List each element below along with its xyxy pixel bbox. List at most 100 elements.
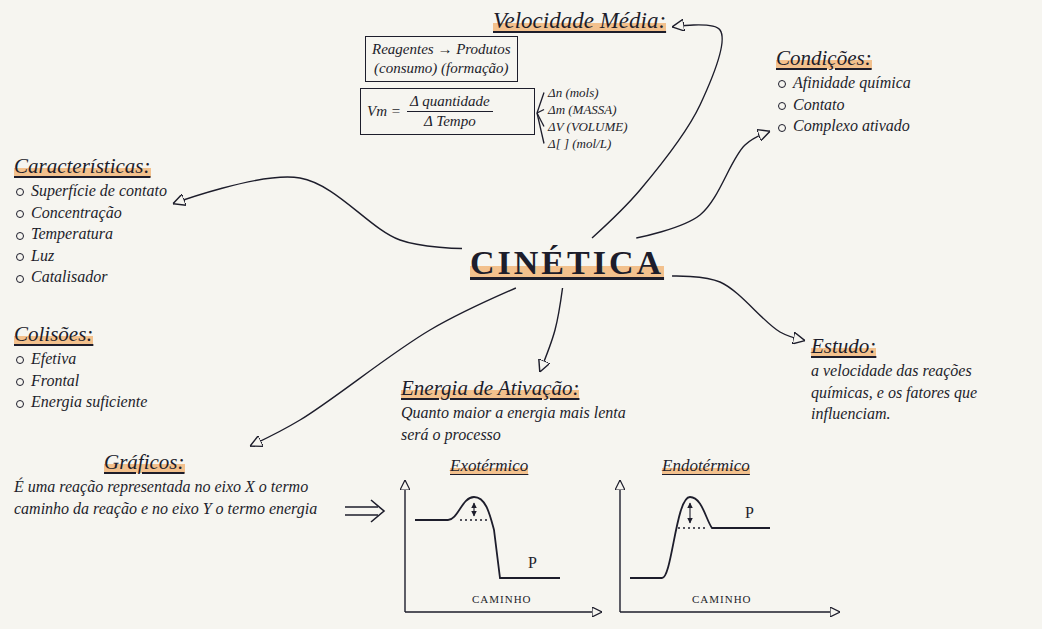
path-axis xyxy=(620,611,840,612)
quantity-label: Δn (mols) xyxy=(548,84,599,101)
energy-curve xyxy=(630,497,770,578)
text-row: Reagentes → Produtos xyxy=(372,40,511,59)
topic-note: Gráficos:É uma reação representada no ei… xyxy=(8,446,346,522)
exothermic-graph xyxy=(405,480,602,612)
heading-text: Condições: xyxy=(776,46,872,70)
bullet-mark xyxy=(778,80,786,88)
leader-line xyxy=(537,113,544,144)
bullet-text: Energia suficiente xyxy=(31,393,147,410)
text-row: a velocidade das reações químicas, e os … xyxy=(811,360,1021,425)
graph-title: Exotérmico xyxy=(450,455,528,476)
graph-title: Endotérmico xyxy=(662,455,750,476)
text-row: CINÉTICA xyxy=(470,242,664,284)
body-text: a velocidade das reações químicas, e os … xyxy=(811,362,977,422)
text-row: Superfície de contato xyxy=(14,180,167,202)
path-axis xyxy=(405,611,602,612)
bullet-mark xyxy=(778,124,786,132)
text-row: Catalisador xyxy=(14,266,167,288)
bullet-mark xyxy=(16,378,24,386)
text-row: Temperatura xyxy=(14,223,167,245)
text-row: Frontal xyxy=(14,370,147,392)
topic-heading: Velocidade Média: xyxy=(487,4,672,38)
branch-arrow xyxy=(250,288,516,446)
heading-text: Energia de Ativação: xyxy=(401,376,579,400)
branch-arrow xyxy=(173,177,462,248)
dotted-level xyxy=(460,519,490,520)
bullet-mark xyxy=(16,188,24,196)
body-text: É uma reação representada no eixo X o te… xyxy=(14,478,317,517)
text-row: Gráficos: xyxy=(14,449,340,476)
bullet-text: Efetiva xyxy=(31,350,76,367)
bullet-mark xyxy=(16,400,24,408)
text-row: Condições: xyxy=(776,45,911,72)
dotted-level xyxy=(678,527,706,528)
box-text: (consumo) (formação) xyxy=(374,60,509,76)
bullet-mark xyxy=(16,356,24,364)
bullet-mark xyxy=(778,102,786,110)
formula-box: Vm =Δ quantidadeΔ Tempo xyxy=(360,88,535,135)
bullet-mark xyxy=(16,210,24,218)
text-row: Energia de Ativação: xyxy=(401,375,651,402)
product-mark: P xyxy=(745,503,754,522)
text-row: Colisões: xyxy=(14,321,147,348)
product-mark: P xyxy=(528,553,537,572)
bullet-mark xyxy=(16,275,24,283)
implies-arrow xyxy=(345,500,384,522)
denominator-text: Δ Tempo xyxy=(421,112,479,131)
topic-list: Condições: Afinidade químicaContatoComple… xyxy=(770,42,917,140)
heading-text: Velocidade Média: xyxy=(493,8,666,33)
bullet-text: Afinidade química xyxy=(793,74,911,91)
text-row: Estudo: xyxy=(811,333,1021,360)
bullet-text: Complexo ativado xyxy=(793,117,910,134)
text-row: Características: xyxy=(14,153,167,180)
axis-label: CAMINHO xyxy=(692,593,752,606)
arrow-stroke xyxy=(345,514,378,516)
energy-curve xyxy=(415,497,560,578)
energy-axis xyxy=(404,480,405,612)
leader-line xyxy=(537,110,544,114)
body-text: Quanto maior a energia mais lenta será o… xyxy=(401,404,626,443)
bullet-text: Catalisador xyxy=(31,268,107,285)
activation-marker xyxy=(689,503,690,523)
branch-arrow xyxy=(672,276,805,341)
numerator-text: Δ quantidade xyxy=(407,92,493,112)
topic-list: Características:Superfície de contatoCon… xyxy=(8,150,173,291)
reaction-box: Reagentes → Produtos (consumo) (formação) xyxy=(365,36,518,82)
topic-note: Estudo: a velocidade das reações químicas… xyxy=(805,330,1027,428)
energy-axis xyxy=(619,480,620,612)
text-row: Concentração xyxy=(14,202,167,224)
text-row: Energia suficiente xyxy=(14,391,147,413)
text-row: É uma reação representada no eixo X o te… xyxy=(14,476,340,519)
leader-lines xyxy=(537,93,544,144)
heading-text: Características: xyxy=(14,154,151,178)
bullet-text: Luz xyxy=(31,247,54,264)
box-text: Reagentes → Produtos xyxy=(372,41,511,57)
bullet-text: Frontal xyxy=(31,372,79,389)
quantity-label: ΔV (VOLUME) xyxy=(548,118,628,135)
text-row: Luz xyxy=(14,245,167,267)
bullet-mark xyxy=(16,253,24,261)
bullet-text: Concentração xyxy=(31,204,122,221)
heading-text: Colisões: xyxy=(14,322,93,346)
bullet-text: Contato xyxy=(793,96,845,113)
text-row: Afinidade química xyxy=(776,72,911,94)
axis-label: CAMINHO xyxy=(472,593,532,606)
heading-text: Estudo: xyxy=(811,334,876,358)
quantity-label: Δ[ ] (mol/L) xyxy=(548,135,611,152)
central-title: CINÉTICA xyxy=(470,244,664,281)
text-row: Efetiva xyxy=(14,348,147,370)
text-row: Contato xyxy=(776,94,911,116)
text-row: Complexo ativado xyxy=(776,115,911,137)
leader-line xyxy=(537,93,544,114)
activation-marker xyxy=(473,503,474,516)
bullet-mark xyxy=(16,232,24,240)
branch-arrow xyxy=(636,131,770,238)
fraction: Δ quantidadeΔ Tempo xyxy=(407,92,493,131)
arrow-stroke xyxy=(345,506,378,508)
branch-arrow xyxy=(540,288,563,372)
